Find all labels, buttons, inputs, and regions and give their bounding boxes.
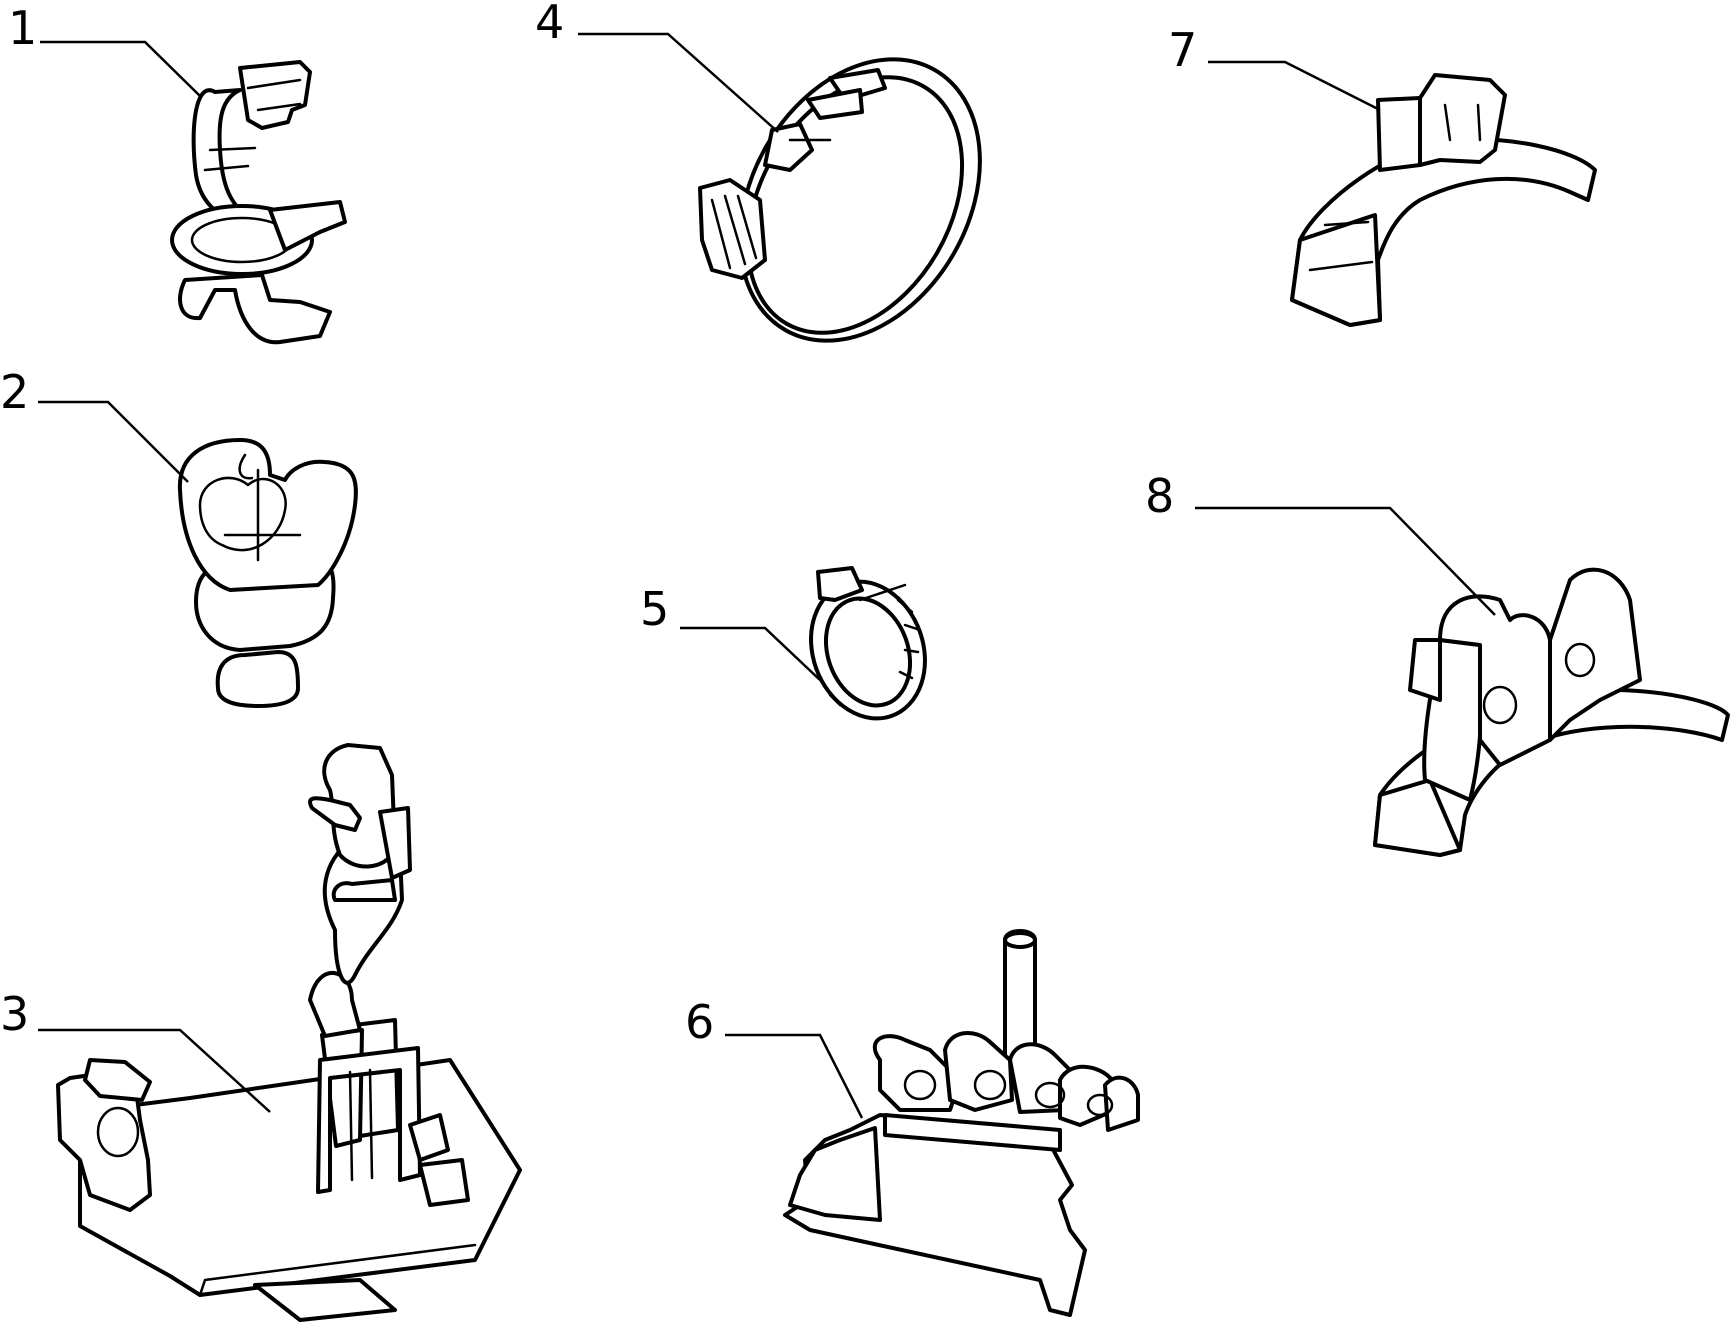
label-7: 7 xyxy=(1168,23,1381,112)
svg-text:1: 1 xyxy=(8,1,37,55)
svg-text:7: 7 xyxy=(1168,23,1197,77)
svg-text:2: 2 xyxy=(0,365,29,419)
svg-text:8: 8 xyxy=(1145,469,1174,523)
label-4: 4 xyxy=(535,0,779,133)
label-1: 1 xyxy=(8,1,201,97)
part-1-cable-clip xyxy=(170,60,347,345)
label-2: 2 xyxy=(0,365,189,483)
svg-text:4: 4 xyxy=(535,0,564,49)
part-2-push-in-clip xyxy=(177,438,358,708)
part-7-curved-clip xyxy=(1290,73,1597,327)
label-5: 5 xyxy=(640,582,821,681)
part-3-bracket xyxy=(56,743,522,1322)
part-5-small-worm-clamp xyxy=(809,566,927,721)
label-8: 8 xyxy=(1145,469,1496,616)
label-6: 6 xyxy=(685,995,864,1119)
part-4-large-hose-clamp xyxy=(698,57,982,343)
label-3: 3 xyxy=(0,987,271,1113)
part-6-multi-clip-bracket xyxy=(783,929,1140,1317)
svg-text:5: 5 xyxy=(640,582,669,636)
svg-text:3: 3 xyxy=(0,987,29,1041)
part-8-curved-double-clip xyxy=(1373,567,1730,857)
svg-text:6: 6 xyxy=(685,995,714,1049)
